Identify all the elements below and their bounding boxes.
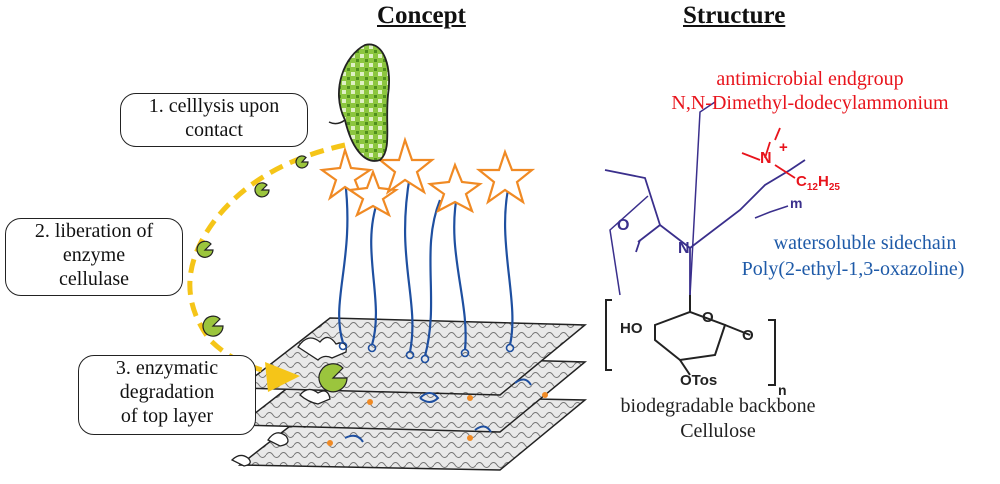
lower-star (327, 440, 333, 446)
step-2-line1: 2. liberation of (34, 220, 154, 242)
lower-star (542, 392, 548, 398)
endgroup-star (427, 161, 483, 214)
anchor-point (338, 341, 348, 351)
enzyme-icon (196, 240, 214, 258)
step-1-bubble: 1. celllysis upon contact (120, 93, 308, 147)
anchor-point (460, 348, 470, 358)
anchor-point (405, 350, 415, 360)
polymer-chain (423, 199, 442, 357)
step-1-line1: 1. celllysis upon (148, 95, 280, 117)
atom-n-top: N (760, 150, 772, 167)
lower-chain (474, 425, 492, 433)
step-3-line3: of top layer (120, 405, 214, 427)
enzyme-icon (202, 315, 224, 337)
repeat-m: m (790, 195, 803, 211)
anchor-point (367, 343, 377, 353)
lower-star (367, 399, 373, 405)
atom-ho: HO (620, 320, 643, 337)
repeat-bracket-m (689, 101, 789, 297)
atom-link-o: O (742, 327, 754, 344)
atom-charge: + (779, 139, 788, 156)
polymer-chain (370, 199, 380, 346)
sidechain-name: Poly(2-ethyl-1,3-oxazoline) (741, 258, 965, 280)
ring-bond (679, 359, 691, 376)
polymer-chain (404, 174, 414, 353)
endgroup-star (319, 146, 374, 201)
step-2-line3: cellulase (59, 268, 129, 290)
enzyme-icon (295, 155, 309, 169)
sidechain-title: watersoluble sidechain (773, 232, 957, 254)
structure-header: Structure (683, 2, 786, 29)
ring-bond (724, 324, 751, 336)
polymer-chain (453, 189, 467, 351)
bacterium-flagellum (328, 119, 346, 125)
degraded-fragment (297, 336, 347, 361)
endgroup-bond (764, 141, 771, 159)
atom-o-carbonyl: O (617, 217, 630, 234)
repeat-n: n (778, 382, 787, 398)
step-1-line2: contact (185, 119, 243, 141)
endgroup-star (376, 136, 436, 195)
step-2-line2: enzyme (62, 244, 126, 266)
step-3-line1: 3. enzymatic (115, 357, 219, 379)
atom-c12: C12H25 (796, 173, 840, 193)
endgroup-name: N,N-Dimethyl-dodecylammonium (671, 92, 949, 114)
endgroup-star (475, 148, 536, 205)
endgroup-bond (741, 152, 761, 161)
endgroup-title: antimicrobial endgroup (716, 68, 904, 90)
step-2-bubble: 2. liberation of enzyme cellulase (5, 218, 183, 296)
step-3-bubble: 3. enzymatic degradation of top layer (78, 355, 256, 435)
polymer-chain (504, 179, 514, 346)
lower-chain (344, 434, 364, 443)
backbone-title: biodegradable backbone (620, 395, 816, 417)
degraded-fragment (299, 388, 331, 405)
arrow-head (265, 362, 300, 392)
backbone-name: Cellulose (680, 420, 756, 442)
bracket-right (768, 319, 776, 386)
ring-bond (654, 310, 727, 362)
atom-ring-o: O (702, 309, 714, 326)
sidechain-bond (604, 169, 661, 226)
sidechain-bond (659, 224, 691, 295)
repeat-bracket-m2 (609, 195, 649, 296)
lower-star (467, 435, 473, 441)
bracket-left (605, 299, 612, 371)
enzyme-icon (254, 182, 270, 198)
enzyme-icon (318, 363, 348, 393)
atom-otos: OTos (680, 372, 718, 389)
endgroup-bond (774, 164, 796, 179)
step-3-line2: degradation (119, 381, 215, 403)
sidechain-bond (637, 224, 661, 243)
lower-chain (419, 392, 440, 403)
anchor-point (505, 343, 515, 353)
concept-header: Concept (377, 2, 466, 29)
sidechain-bond (635, 239, 641, 253)
atom-n-mid: N (678, 240, 690, 257)
bacterium (338, 43, 390, 162)
lower-star (467, 395, 473, 401)
degraded-fragment (230, 454, 251, 467)
endgroup-bond (774, 127, 781, 141)
sidechain-bond (689, 159, 806, 249)
polymer-chain (338, 179, 349, 344)
anchor-point (420, 354, 430, 364)
degraded-fragment (267, 432, 289, 447)
lower-chain (514, 378, 532, 386)
